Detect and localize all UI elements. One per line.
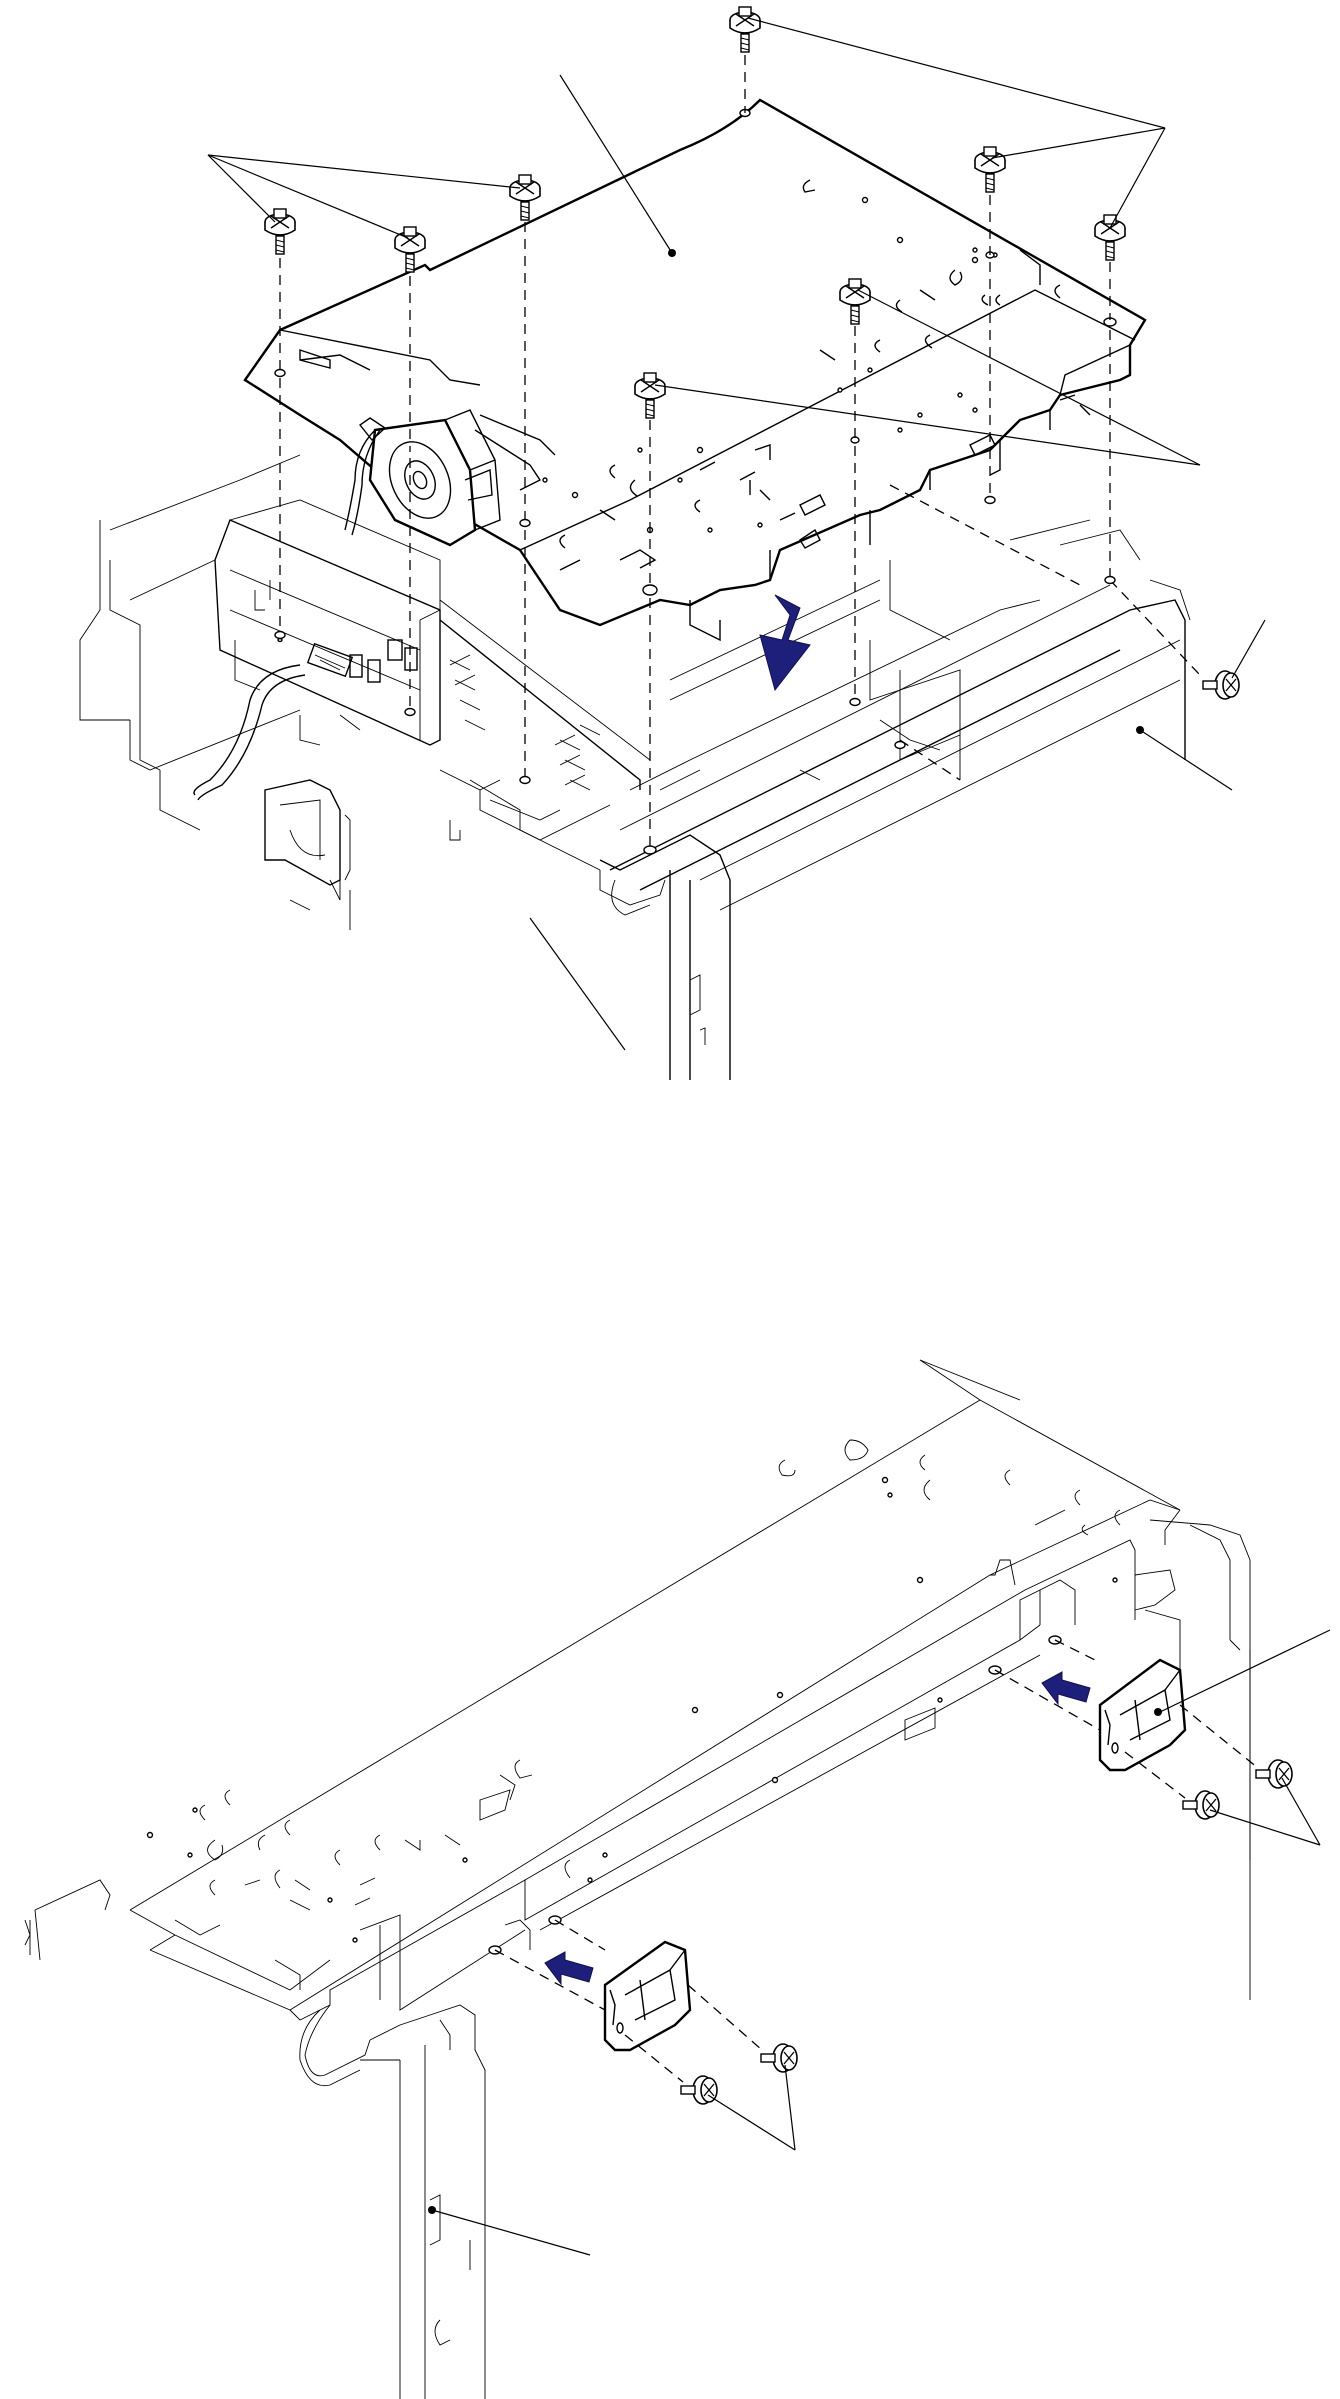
frame-holes (274, 495, 1116, 855)
leader-lines (207, 17, 1266, 1051)
lower-screws (680, 1759, 1293, 2105)
lower-view (24, 1359, 1331, 2399)
screw-paths (279, 55, 1201, 850)
arrow-down-icon (759, 594, 811, 692)
speaker (344, 409, 556, 547)
lower-leader-lines (428, 1629, 1331, 2256)
screw-icon (509, 174, 541, 221)
upper-view (79, 6, 1266, 1080)
arrow-left-icon (1041, 1671, 1091, 1706)
lower-screw-paths (494, 1639, 1259, 2083)
right-bracket (1098, 1658, 1187, 1772)
machine-frame (79, 454, 1191, 1080)
screw-icon (760, 2043, 798, 2073)
screw-icon (1255, 1759, 1293, 1789)
screw-icon (1182, 1790, 1220, 1820)
chassis-top (24, 1359, 1251, 2399)
bracket-holes (488, 1635, 1062, 1955)
screw-icon (394, 226, 426, 273)
screw-icon (729, 6, 761, 53)
arrow-left-icon (544, 1951, 594, 1986)
screw-icon (680, 2075, 718, 2105)
screw-icon (1094, 214, 1126, 261)
screw-icon (974, 146, 1006, 193)
left-bracket (603, 1940, 692, 2052)
top-cover-plate (243, 98, 1147, 642)
